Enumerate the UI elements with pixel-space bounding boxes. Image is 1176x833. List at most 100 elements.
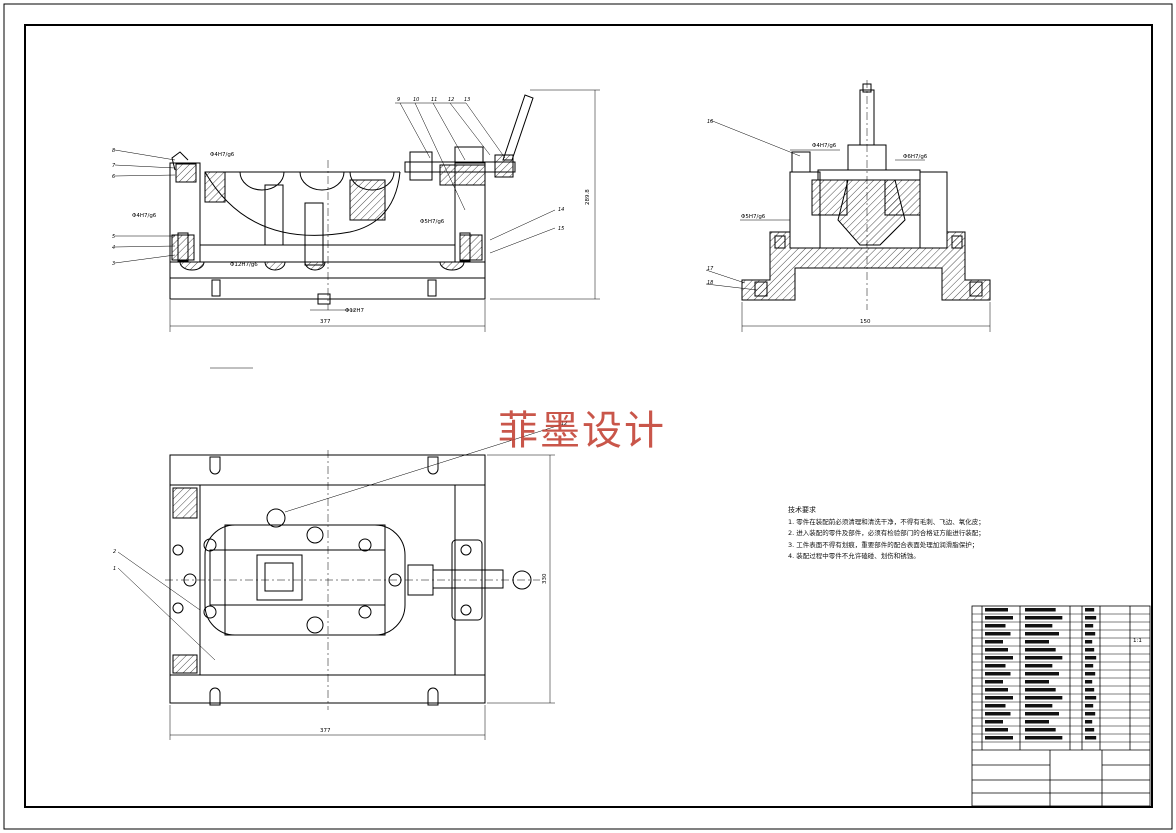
part-number: 15 (558, 226, 564, 232)
bom-illegible-text (1085, 712, 1096, 716)
side-top-plate (817, 169, 921, 181)
bom-illegible-text (1025, 656, 1063, 660)
fit-label: Φ12H7/g6 (230, 262, 258, 268)
bolt (177, 232, 189, 262)
bom-illegible-text (985, 632, 1011, 636)
bolt-head (203, 605, 217, 619)
bom-illegible-text (1085, 616, 1097, 620)
tech-line: 3. 工件表面不得有划痕，重要部件的配合表面处理加润滑脂保护； (788, 540, 979, 549)
fit-label: Φ12H7 (345, 308, 364, 314)
clamp-screw (404, 161, 516, 173)
bom-illegible-text (1025, 616, 1063, 620)
plan-dimensions (117, 424, 561, 740)
tech-line: 1. 零件在装配前必须清理和清洗干净，不得有毛刺、飞边、氧化皮； (788, 517, 985, 526)
part-number: 9 (397, 97, 400, 103)
bom-illegible-text (985, 736, 1013, 740)
slot (427, 456, 439, 475)
bolt (211, 279, 221, 297)
bom-illegible-text (1025, 736, 1063, 740)
part-number: 12 (448, 97, 454, 103)
part-number: 2 (113, 549, 116, 555)
center-square (256, 554, 303, 601)
part-number: 8 (112, 148, 115, 154)
bom-illegible-text (1085, 664, 1094, 668)
side-base (741, 231, 991, 301)
part-number: 4 (112, 245, 115, 251)
dim-plan-width: 377 (320, 728, 331, 734)
fit-label: Φ5H7/g6 (741, 214, 766, 220)
bolt-head (203, 538, 217, 552)
part-number: 18 (707, 280, 713, 286)
bom-illegible-text (1025, 672, 1059, 676)
bom-illegible-text (985, 696, 1013, 700)
workpiece-arc (204, 171, 401, 236)
clamp-nut (409, 151, 433, 181)
bom-illegible-text (1085, 624, 1094, 628)
hole (172, 602, 184, 614)
lower-plate (169, 261, 486, 279)
slot (427, 687, 439, 706)
part-number: 3 (112, 261, 115, 267)
front-view (169, 94, 534, 310)
bolt (427, 279, 437, 297)
bom-illegible-text (985, 648, 1008, 652)
side-dimensions (705, 119, 991, 332)
clamp-screw (432, 569, 504, 589)
fit-label: Φ6H7/g6 (903, 154, 928, 160)
bom-illegible-text (1085, 704, 1094, 708)
right-wall (454, 162, 486, 263)
bolt-head (358, 538, 372, 552)
bom-illegible-text (1085, 688, 1095, 692)
bom-illegible-text (985, 720, 1003, 724)
bom-illegible-text (985, 704, 1006, 708)
bom-illegible-text (1025, 696, 1063, 700)
fit-label: Φ5H7/g6 (420, 219, 445, 225)
bom-illegible-text (1025, 712, 1059, 716)
dim-front-width: 377 (320, 319, 331, 325)
side-view (741, 80, 991, 310)
bom-illegible-text (985, 680, 1003, 684)
locating-hole (266, 508, 286, 528)
inner-frame (24, 24, 1153, 808)
front-dimensions (114, 89, 600, 369)
bom-illegible-text (1085, 728, 1095, 732)
bom-illegible-text (1085, 632, 1096, 636)
bom-illegible-text (985, 664, 1006, 668)
part-number: 6 (112, 174, 115, 180)
bom-illegible-text (1085, 736, 1097, 740)
bom-illegible-text (1025, 680, 1049, 684)
hatch-region (459, 234, 483, 261)
workpiece-inner (209, 549, 386, 606)
tech-line: 4. 装配过程中零件不允许磕碰、划伤和锈蚀。 (788, 552, 920, 560)
bom-illegible-text (1025, 664, 1053, 668)
bom-illegible-text (1085, 656, 1097, 660)
bolt-head (358, 605, 372, 619)
pin (306, 616, 324, 634)
bom-illegible-text (1085, 720, 1093, 724)
dim-side-width: 150 (860, 319, 871, 325)
center-square-inner (264, 562, 294, 592)
fit-label: Φ4H7/g6 (210, 152, 235, 158)
part-number: 10 (413, 97, 419, 103)
bom-illegible-text (985, 688, 1008, 692)
clamp-handle (502, 94, 534, 161)
bom-illegible-text (1025, 608, 1056, 612)
bom-illegible-text (985, 616, 1013, 620)
part-number: 1 (113, 566, 116, 572)
bom-illegible-text (1025, 728, 1056, 732)
bom-illegible-text (1025, 624, 1053, 628)
outer-frame (3, 3, 1173, 830)
bom-illegible-text (985, 728, 1008, 732)
plan-view (165, 450, 540, 710)
bom-illegible-text (1085, 680, 1093, 684)
slot (209, 456, 221, 475)
bom-illegible-text (1085, 648, 1095, 652)
hatch-region (349, 179, 386, 221)
hatch-region (171, 234, 195, 261)
locating-pin (264, 184, 284, 246)
dim-front-height: 289.8 (585, 189, 591, 205)
part-number: 13 (464, 97, 470, 103)
fit-label: Φ4H7/g6 (812, 143, 837, 149)
part-number: 17 (707, 266, 714, 272)
